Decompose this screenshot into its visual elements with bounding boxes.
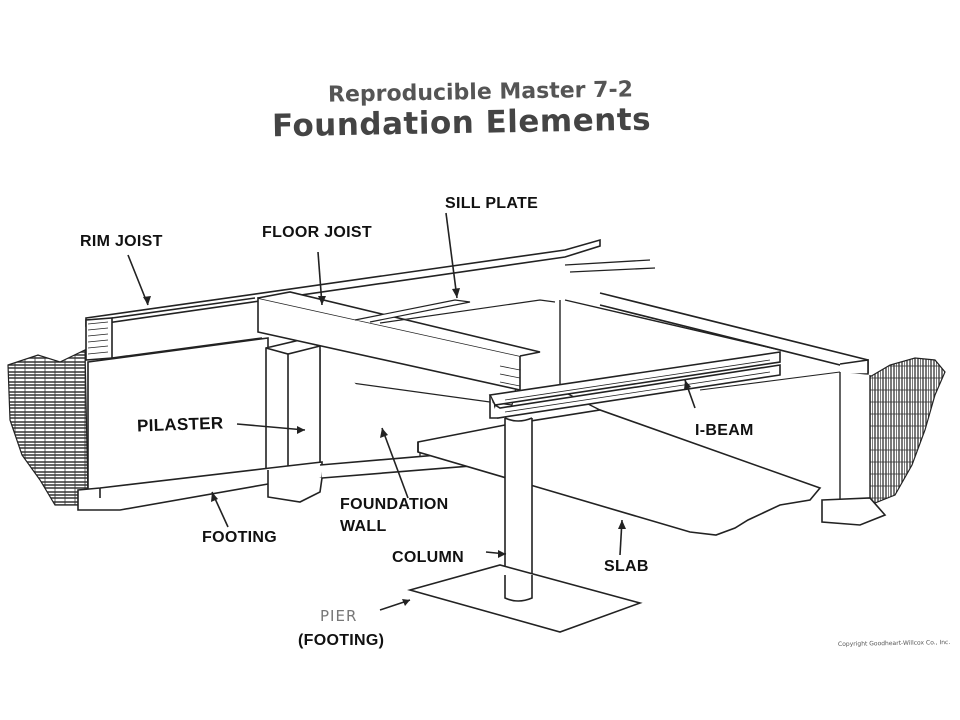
label-pilaster: PILASTER — [136, 413, 224, 436]
label-rim-joist: RIM JOIST — [80, 233, 163, 250]
label-i-beam: I-BEAM — [695, 422, 754, 439]
sill-plate-leader — [445, 212, 458, 299]
soil-left — [7, 349, 89, 506]
label-footing: FOOTING — [202, 529, 277, 546]
soil-right — [867, 357, 946, 506]
label-foundation-wall-line2: WALL — [340, 518, 387, 535]
rim-joist-leader — [127, 254, 149, 306]
leader-arrowheads — [143, 288, 691, 606]
rim-joist — [85, 238, 869, 375]
label-column: COLUMN — [392, 549, 465, 566]
floor-joist-drawing — [257, 291, 556, 391]
slab-drawing — [417, 409, 822, 536]
pilaster-leader — [236, 423, 306, 431]
foundation-wall — [87, 299, 871, 506]
label-pier: PIER — [320, 607, 358, 625]
pier-footing-drawing — [407, 564, 643, 633]
label-foundation-wall-line1: FOUNDATION — [340, 496, 449, 513]
i-beam-drawing — [488, 351, 781, 419]
label-slab: SLAB — [604, 558, 649, 575]
pilaster-drawing — [265, 339, 321, 477]
label-sill-plate: SILL PLATE — [445, 195, 539, 212]
label-pier-footing: (FOOTING) — [298, 632, 385, 649]
label-floor-joist: FLOOR JOIST — [262, 224, 372, 241]
foundation-wall-leader — [381, 427, 409, 499]
